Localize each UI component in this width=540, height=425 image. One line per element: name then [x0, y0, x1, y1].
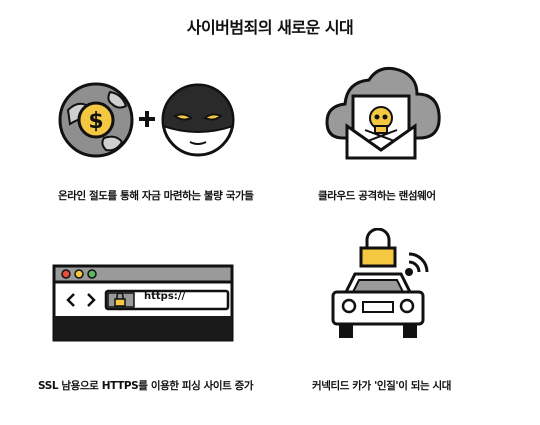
- browser-window-icon: [52, 264, 234, 342]
- caption-https-phishing: SSL 남용으로 HTTPS를 이용한 피싱 사이트 증가: [38, 380, 254, 392]
- page-title: 사이버범죄의 새로운 시대: [186, 18, 354, 37]
- back-arrow-icon: [66, 293, 75, 307]
- padlock-icon: [359, 228, 397, 268]
- illustration-connected-car: [325, 228, 435, 352]
- lock-icon: [114, 292, 126, 307]
- illustration-cloud-ransomware: [325, 58, 445, 163]
- illustration-rogue-states: $: [58, 80, 238, 160]
- address-bar-text: https://: [144, 291, 186, 302]
- plus-icon: [139, 111, 155, 127]
- wireless-signal-icon: [405, 252, 429, 276]
- caption-cloud-ransomware: 클라우드 공격하는 랜섬웨어: [318, 190, 436, 202]
- svg-text:$: $: [88, 109, 103, 134]
- forward-arrow-icon: [87, 293, 96, 307]
- globe-dollar-icon: $: [58, 82, 134, 158]
- masked-thief-icon: [161, 83, 235, 157]
- illustration-https-phishing: https://: [52, 264, 234, 342]
- caption-connected-car: 커넥티드 카가 '인질'이 되는 시대: [312, 380, 452, 392]
- skull-envelope-icon: [345, 94, 417, 160]
- car-icon: [331, 272, 425, 338]
- caption-rogue-states: 온라인 절도를 통해 자금 마련하는 불량 국가들: [58, 190, 254, 202]
